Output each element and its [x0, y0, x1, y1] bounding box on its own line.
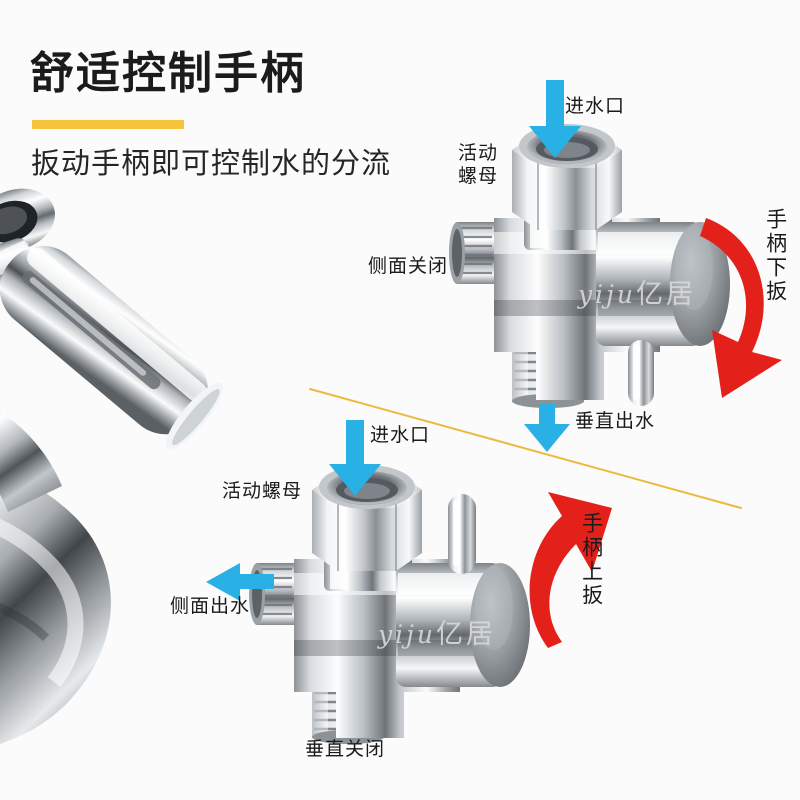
- title-underline-rule: [32, 120, 184, 129]
- handle-down-arrow: [700, 218, 782, 398]
- handle-up-arrow: [529, 492, 612, 648]
- watermark-top: yiju亿居: [578, 272, 696, 311]
- label-union-nut-top: 活动 螺母: [458, 142, 499, 188]
- label-vertical-closed: 垂直关闭: [305, 738, 386, 760]
- page-title: 舒适控制手柄: [30, 48, 306, 99]
- valve-top: [449, 124, 730, 408]
- label-vertical-outlet: 垂直出水: [575, 410, 656, 432]
- watermark-cjk: 亿居: [635, 279, 696, 310]
- label-inlet-top: 进水口: [565, 95, 626, 117]
- inlet-arrow-top: [529, 80, 581, 158]
- label-handle-down: 手柄下扳: [763, 208, 788, 304]
- label-side-outlet: 侧面出水: [170, 595, 251, 617]
- side-outlet-arrow: [206, 563, 274, 601]
- label-side-closed: 侧面关闭: [368, 255, 449, 277]
- page-subtitle: 扳动手柄即可控制水的分流: [31, 146, 392, 180]
- watermark-cjk: 亿居: [435, 619, 496, 650]
- vertical-outlet-arrow: [524, 404, 570, 452]
- label-inlet-bottom: 进水口: [370, 424, 431, 446]
- watermark-bottom: yiju亿居: [378, 612, 496, 651]
- label-handle-up: 手柄上扳: [579, 512, 604, 608]
- watermark-latin: yiju: [378, 620, 436, 649]
- watermark-latin: yiju: [578, 280, 636, 309]
- label-union-nut-bottom: 活动螺母: [222, 480, 303, 502]
